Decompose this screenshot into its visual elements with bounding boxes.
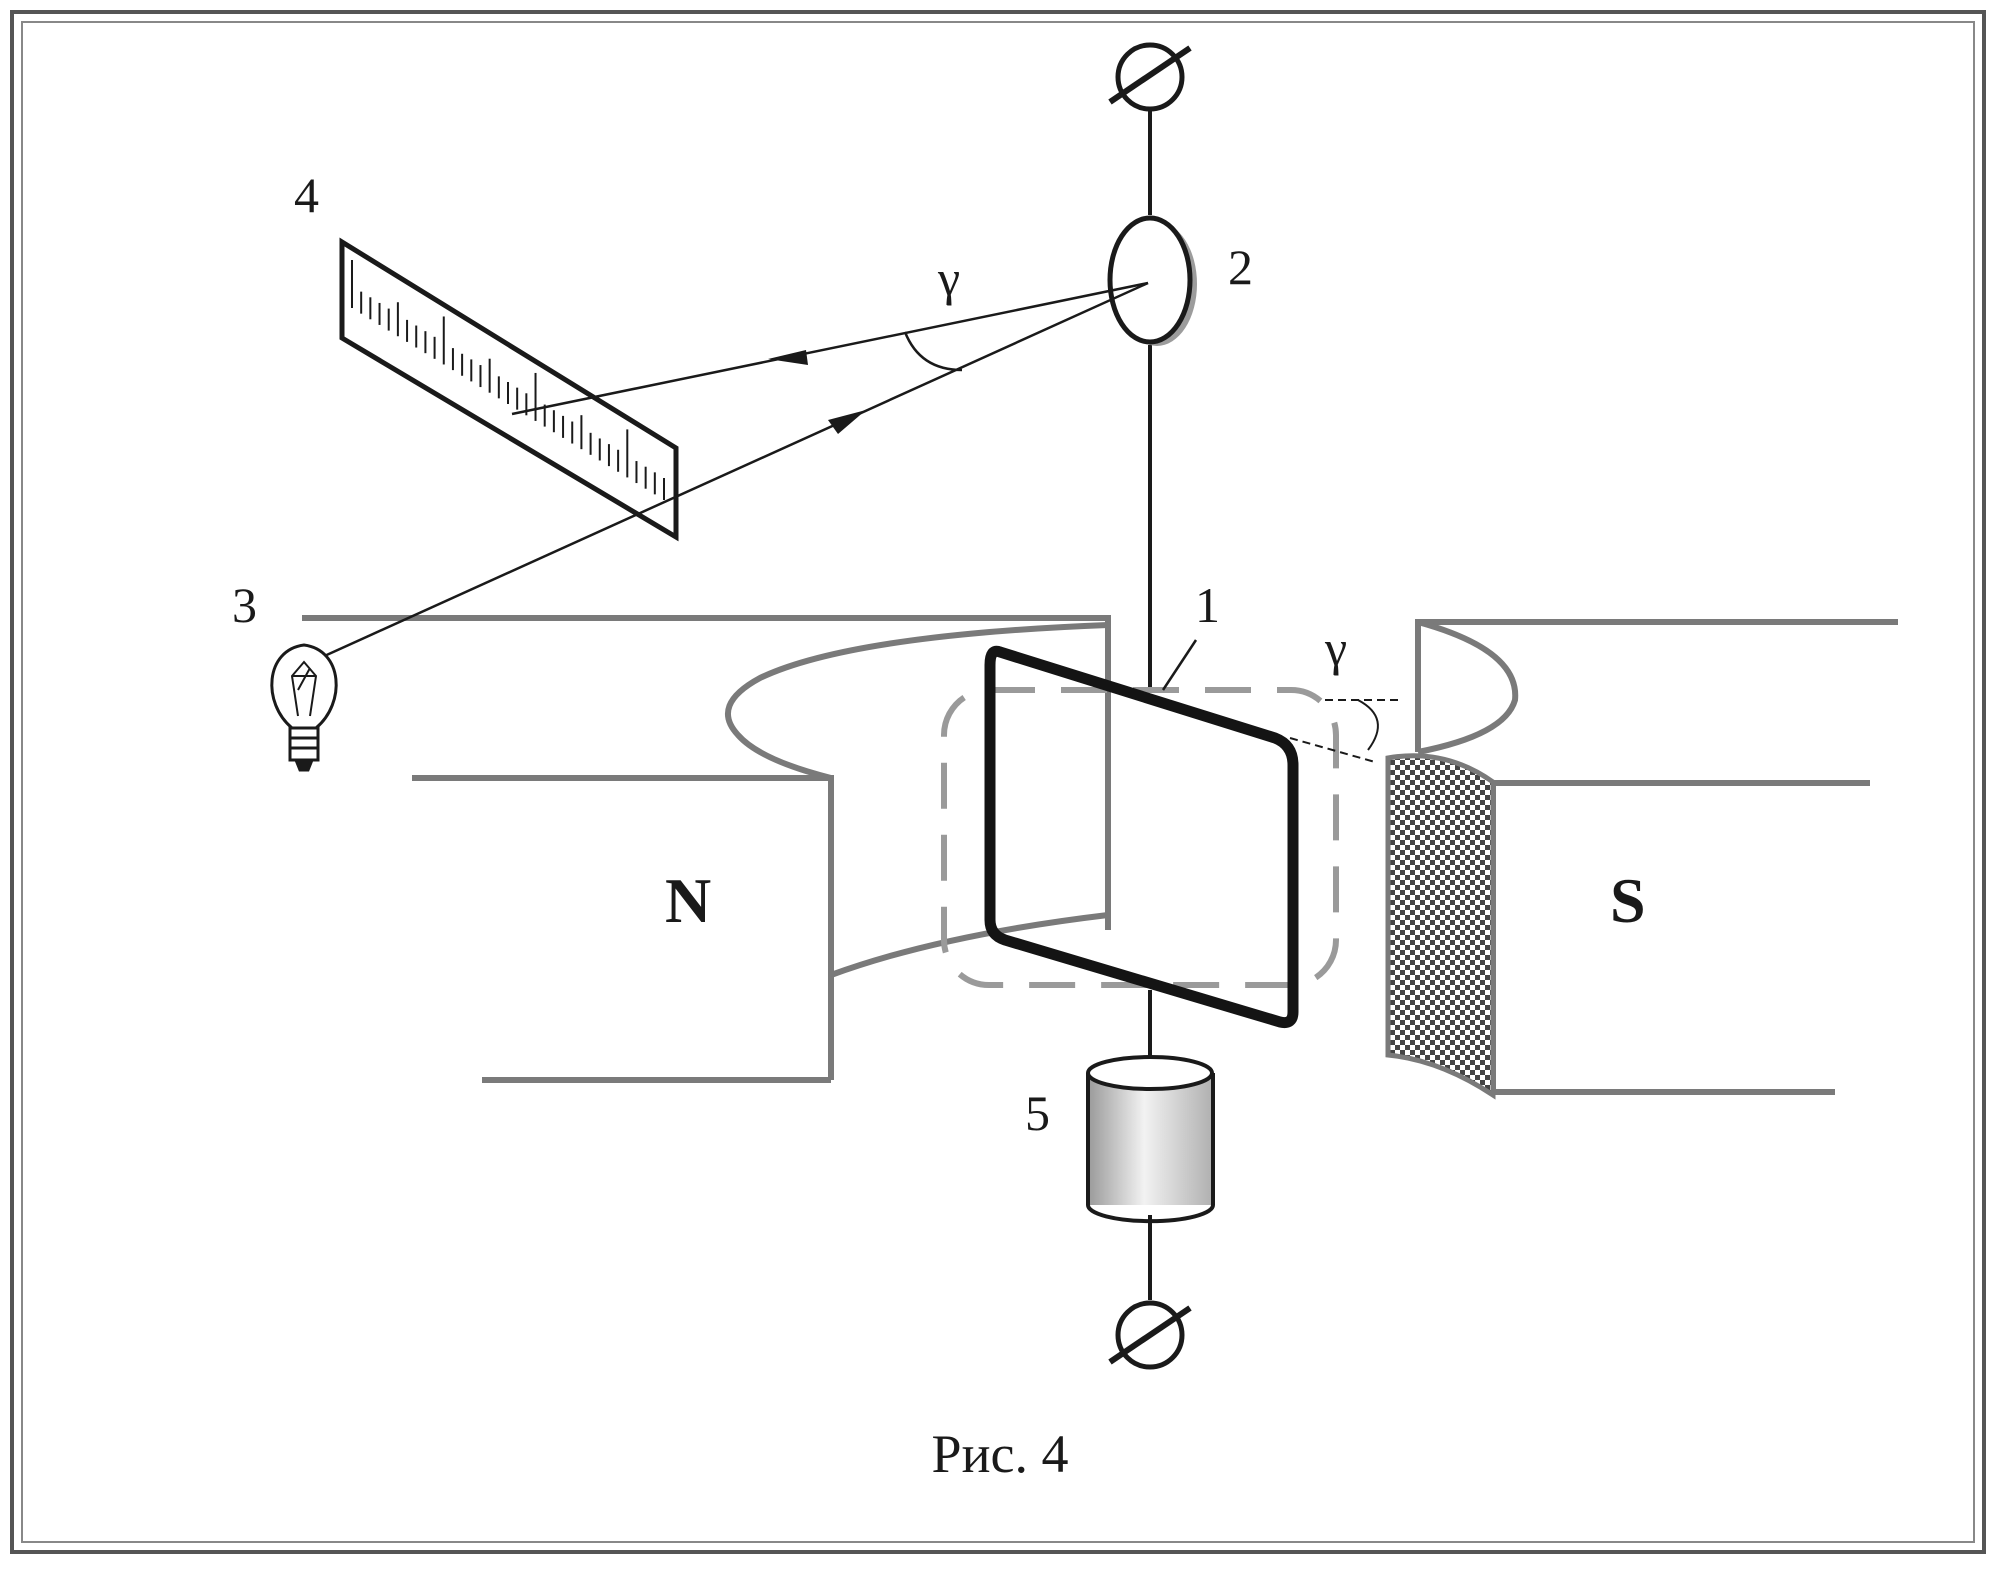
- mirror: [1107, 215, 1197, 346]
- coil-frame: [984, 645, 1299, 1028]
- ray-arrow-incoming: [828, 410, 866, 434]
- label-south-pole: S: [1610, 865, 1646, 936]
- top-clamp: [1108, 42, 1192, 112]
- label-mirror: 2: [1228, 239, 1253, 295]
- south-pole-face: [1385, 753, 1496, 1100]
- angle-gamma-right-arc: [1357, 699, 1379, 751]
- label-angle-top: γ: [937, 250, 960, 306]
- figure-caption: Рис. 4: [932, 1424, 1069, 1484]
- label-1-leader: [1161, 639, 1198, 691]
- north-magnet: [302, 615, 1111, 1083]
- label-angle-right: γ: [1324, 620, 1347, 676]
- outer-border: [10, 10, 1986, 1554]
- angle-gamma-right: [1289, 699, 1400, 763]
- label-scale: 4: [294, 167, 319, 223]
- inner-border: [21, 21, 1975, 1543]
- lamp-icon: [270, 643, 338, 772]
- label-north-pole: N: [665, 865, 711, 936]
- label-frame: 1: [1195, 577, 1220, 633]
- bottom-clamp: [1108, 1300, 1192, 1370]
- label-lamp: 3: [232, 577, 257, 633]
- label-weight: 5: [1025, 1085, 1050, 1141]
- reading-scale: [339, 237, 679, 542]
- weight-cylinder: [1086, 1055, 1215, 1224]
- ray-arrow-reflected: [768, 350, 808, 365]
- light-rays: [319, 281, 1149, 660]
